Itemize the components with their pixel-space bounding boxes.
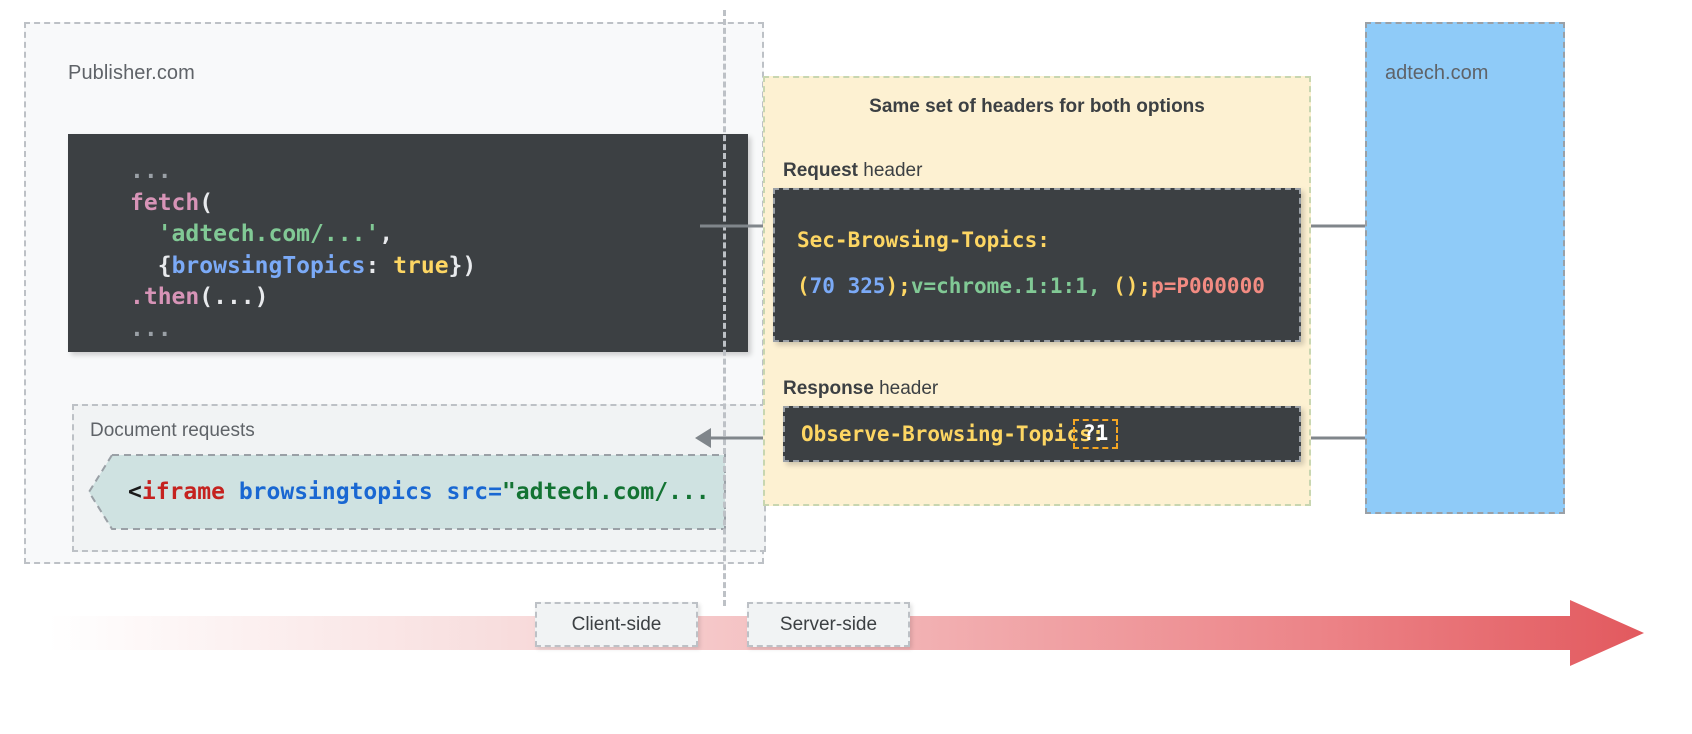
req-value-topic-ids: 70 325 bbox=[809, 274, 886, 298]
fetch-code-text: ... fetch( 'adtech.com/...', {browsingTo… bbox=[68, 156, 748, 345]
client-side-label: Client-side bbox=[571, 613, 662, 635]
req-value-close-semi: ); bbox=[885, 274, 911, 298]
fetch-code-block: ... fetch( 'adtech.com/...', {browsingTo… bbox=[68, 134, 748, 352]
request-header-caption: Request header bbox=[783, 160, 922, 182]
response-header-caption-rest: header bbox=[873, 378, 939, 399]
publisher-panel: Publisher.com ... fetch( 'adtech.com/...… bbox=[24, 22, 766, 564]
code-comma: , bbox=[379, 221, 394, 247]
code-fetch-keyword: fetch bbox=[130, 189, 200, 216]
code-then-args: (...) bbox=[199, 284, 269, 310]
request-header-block: Sec-Browsing-Topics: (70 325);v=chrome.1… bbox=[773, 188, 1301, 342]
iframe-src-value: "adtech.com/... bbox=[501, 479, 710, 505]
request-header-caption-rest: header bbox=[857, 160, 923, 181]
server-side-chip: Server-side bbox=[747, 602, 910, 647]
request-header-caption-bold: Request bbox=[783, 160, 858, 181]
req-value-open-paren: ( bbox=[797, 274, 810, 298]
chip-shape bbox=[88, 454, 726, 530]
iframe-snippet-chip: <iframe browsingtopics src="adtech.com/.… bbox=[88, 454, 726, 530]
response-header-caption: Response header bbox=[783, 378, 938, 400]
code-ellipsis-bottom: ... bbox=[130, 315, 172, 342]
req-value-version: v=chrome.1:1:1, bbox=[910, 274, 1101, 298]
req-value-semicolon: ; bbox=[1138, 274, 1152, 298]
code-brace-close: } bbox=[448, 252, 463, 279]
request-header-name: Sec-Browsing-Topics: bbox=[797, 228, 1050, 252]
server-side-label: Server-side bbox=[779, 613, 878, 635]
adtech-label: adtech.com bbox=[1385, 62, 1489, 84]
code-open-paren: ( bbox=[199, 189, 214, 216]
req-value-empty-parens: () bbox=[1100, 274, 1139, 298]
client-side-chip: Client-side bbox=[535, 602, 698, 647]
iframe-browsingtopics-attr: browsingtopics bbox=[238, 479, 433, 505]
iframe-tag-name: iframe bbox=[141, 479, 225, 505]
headers-panel: Same set of headers for both options Req… bbox=[763, 76, 1311, 506]
code-url-string: 'adtech.com/...' bbox=[157, 221, 380, 247]
iframe-lt: < bbox=[128, 479, 142, 505]
response-header-block: Observe-Browsing-Topics: ?1 bbox=[783, 406, 1301, 462]
response-header-caption-bold: Response bbox=[783, 378, 874, 399]
response-header-name: Observe-Browsing-Topics: bbox=[801, 422, 1105, 446]
publisher-label: Publisher.com bbox=[68, 62, 195, 84]
iframe-snippet-text: <iframe browsingtopics src="adtech.com/.… bbox=[128, 479, 710, 505]
iframe-src-attr: src= bbox=[446, 479, 502, 505]
response-header-value-highlight: ?1 bbox=[1073, 419, 1119, 449]
client-server-divider bbox=[723, 10, 726, 606]
code-colon: : bbox=[365, 252, 380, 279]
adtech-panel: adtech.com bbox=[1365, 22, 1565, 514]
code-ellipsis-top: ... bbox=[130, 158, 172, 184]
code-brace-open: { bbox=[157, 252, 172, 279]
headers-panel-title: Same set of headers for both options bbox=[869, 96, 1205, 117]
code-close-paren: ) bbox=[462, 252, 477, 279]
document-requests-label: Document requests bbox=[90, 420, 255, 441]
code-true-value: true bbox=[393, 252, 449, 279]
req-value-padding: p=P000000 bbox=[1151, 274, 1265, 298]
document-requests-panel: Document requests <iframe browsingtopics… bbox=[72, 404, 766, 552]
code-browsingtopics-prop: browsingTopics bbox=[171, 252, 366, 279]
request-header-value: (70 325);v=chrome.1:1:1, ();p=P000000 bbox=[797, 274, 1265, 298]
code-then-keyword: .then bbox=[130, 284, 200, 310]
